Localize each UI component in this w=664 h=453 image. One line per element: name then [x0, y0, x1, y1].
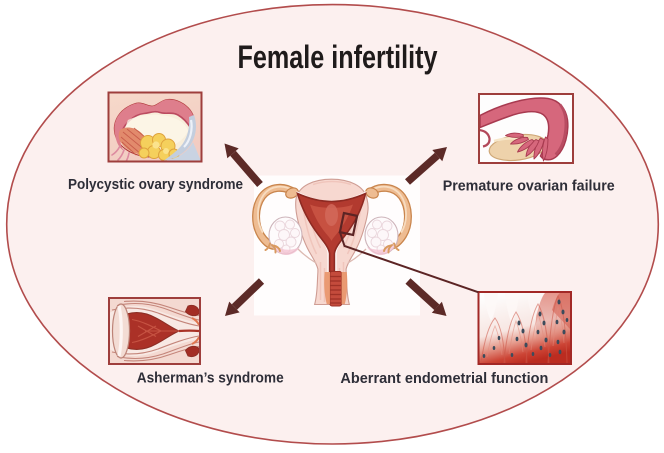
svg-text:Aberrant endometrial function: Aberrant endometrial function — [340, 371, 548, 387]
svg-text:Asherman’s syndrome: Asherman’s syndrome — [137, 371, 284, 387]
svg-text:Polycystic ovary syndrome: Polycystic ovary syndrome — [68, 177, 243, 193]
svg-text:Premature ovarian failure: Premature ovarian failure — [443, 179, 615, 195]
svg-text:Female infertility: Female infertility — [238, 39, 438, 75]
